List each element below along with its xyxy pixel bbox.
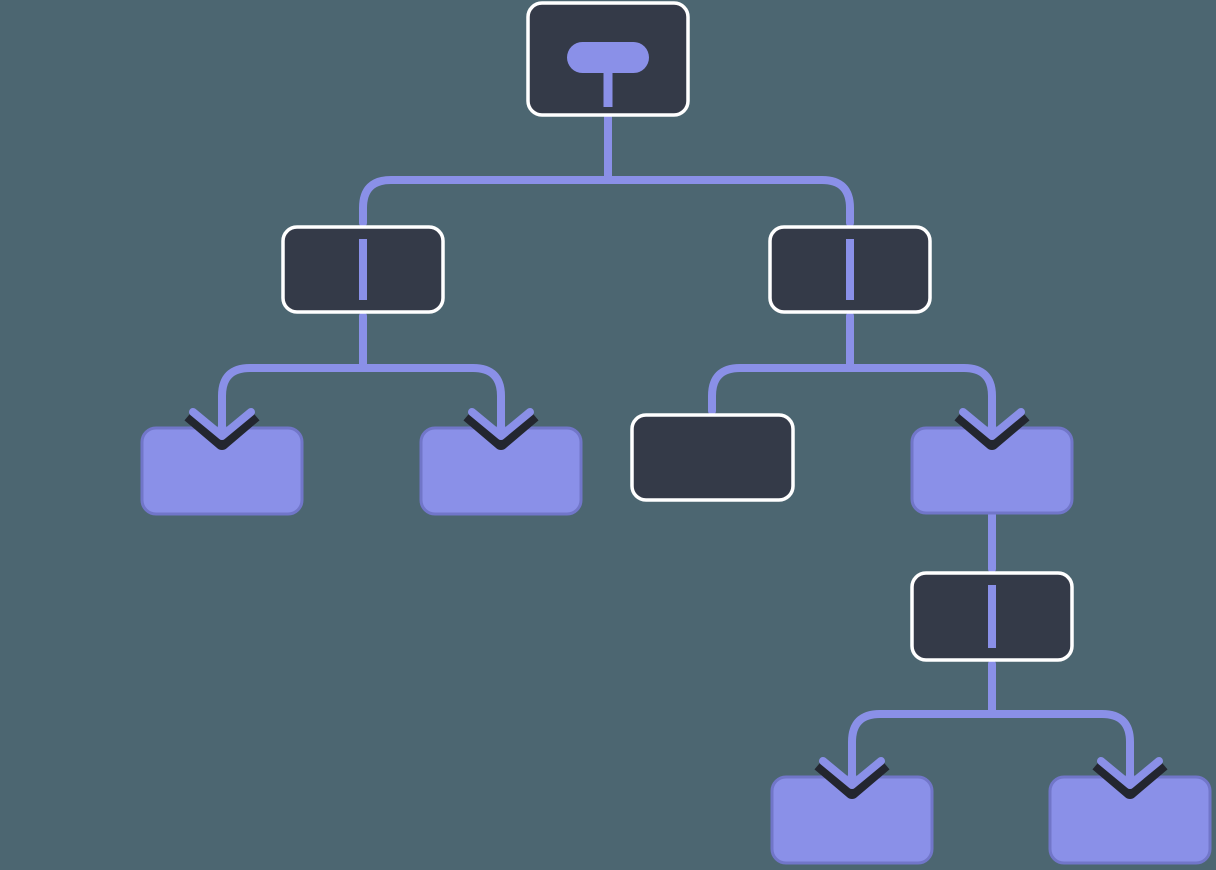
connector-branch-right-to-dark	[708, 364, 854, 415]
connector-branch-right-to-purple	[846, 364, 996, 420]
connectors	[218, 113, 1134, 769]
arrowheads	[184, 394, 1168, 799]
arrow-down-icon-leaf-bottom-a	[819, 743, 885, 789]
node-branch-bottom	[910, 571, 1074, 662]
node-branch-right	[768, 225, 932, 314]
node-child-right-dark	[630, 413, 795, 502]
connector-branch-bottom-to-leaf-a	[848, 710, 996, 769]
node-pill	[567, 42, 649, 73]
node-branch-left	[281, 225, 445, 314]
arrow-down-icon-leaf-left-a	[189, 394, 255, 440]
chevron-down-shadow-icon-leaf-bottom-b	[1092, 758, 1168, 799]
connector-root-to-branch-left	[359, 176, 612, 227]
connector-branch-bottom-to-leaf-b	[988, 710, 1134, 769]
arrow-down-icon-leaf-bottom-b	[1097, 743, 1163, 789]
node-root	[526, 1, 690, 117]
chevron-down-shadow-icon-child-right-purple	[954, 409, 1030, 450]
chevron-down-shadow-icon-leaf-bottom-a	[814, 758, 890, 799]
arrow-down-icon-child-right-purple	[959, 394, 1025, 440]
connector-branch-left-to-leaf-a	[218, 364, 367, 420]
connector-root-to-branch-right	[604, 176, 854, 227]
dark-node-box	[630, 413, 795, 502]
arrow-down-icon-leaf-left-b	[468, 394, 534, 440]
connector-branch-left-to-leaf-b	[359, 364, 505, 420]
chevron-down-shadow-icon-leaf-left-a	[184, 409, 260, 450]
chevron-down-shadow-icon-leaf-left-b	[463, 409, 539, 450]
nodes	[140, 1, 1212, 865]
